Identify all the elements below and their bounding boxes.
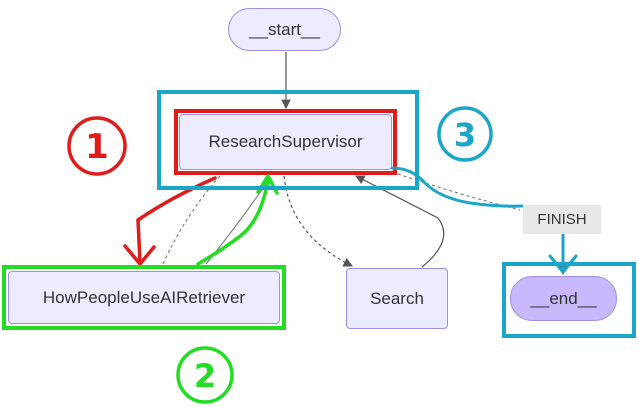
retriever-label: HowPeopleUseAIRetriever [42, 287, 246, 307]
annotation-green-arrow [196, 178, 270, 266]
search-node: Search [346, 268, 448, 329]
annotation-red-box [174, 109, 397, 175]
annotation-blue-circle [437, 106, 493, 162]
search-label: Search [370, 288, 424, 308]
finish-edge-label-text: FINISH [537, 211, 587, 228]
annotation-red-arrowhead [123, 244, 156, 266]
annotation-blue-box-supervisor [157, 90, 419, 190]
annotation-two-label: 2 [194, 357, 216, 395]
annotation-red-circle [67, 116, 127, 176]
research-supervisor-label: ResearchSupervisor [208, 132, 363, 151]
annotation-red-arrow [136, 176, 217, 264]
research-supervisor-node: ResearchSupervisor [179, 114, 392, 170]
edge-search-to-supervisor [354, 175, 445, 268]
end-node: __end__ [510, 276, 617, 321]
annotation-green-box [2, 265, 286, 330]
retriever-node: HowPeopleUseAIRetriever [8, 271, 280, 324]
start-node: __start__ [228, 8, 341, 51]
annotation-blue-arrowhead [548, 254, 578, 274]
annotation-three-label: 3 [454, 116, 476, 154]
finish-edge-label: FINISH [523, 205, 601, 234]
annotation-one-label: 1 [85, 127, 109, 167]
annotation-green-circle [176, 346, 234, 404]
annotation-blue-arrow-to-finish [390, 166, 524, 208]
end-label: __end__ [530, 288, 597, 308]
start-node-label: __start__ [249, 19, 320, 39]
